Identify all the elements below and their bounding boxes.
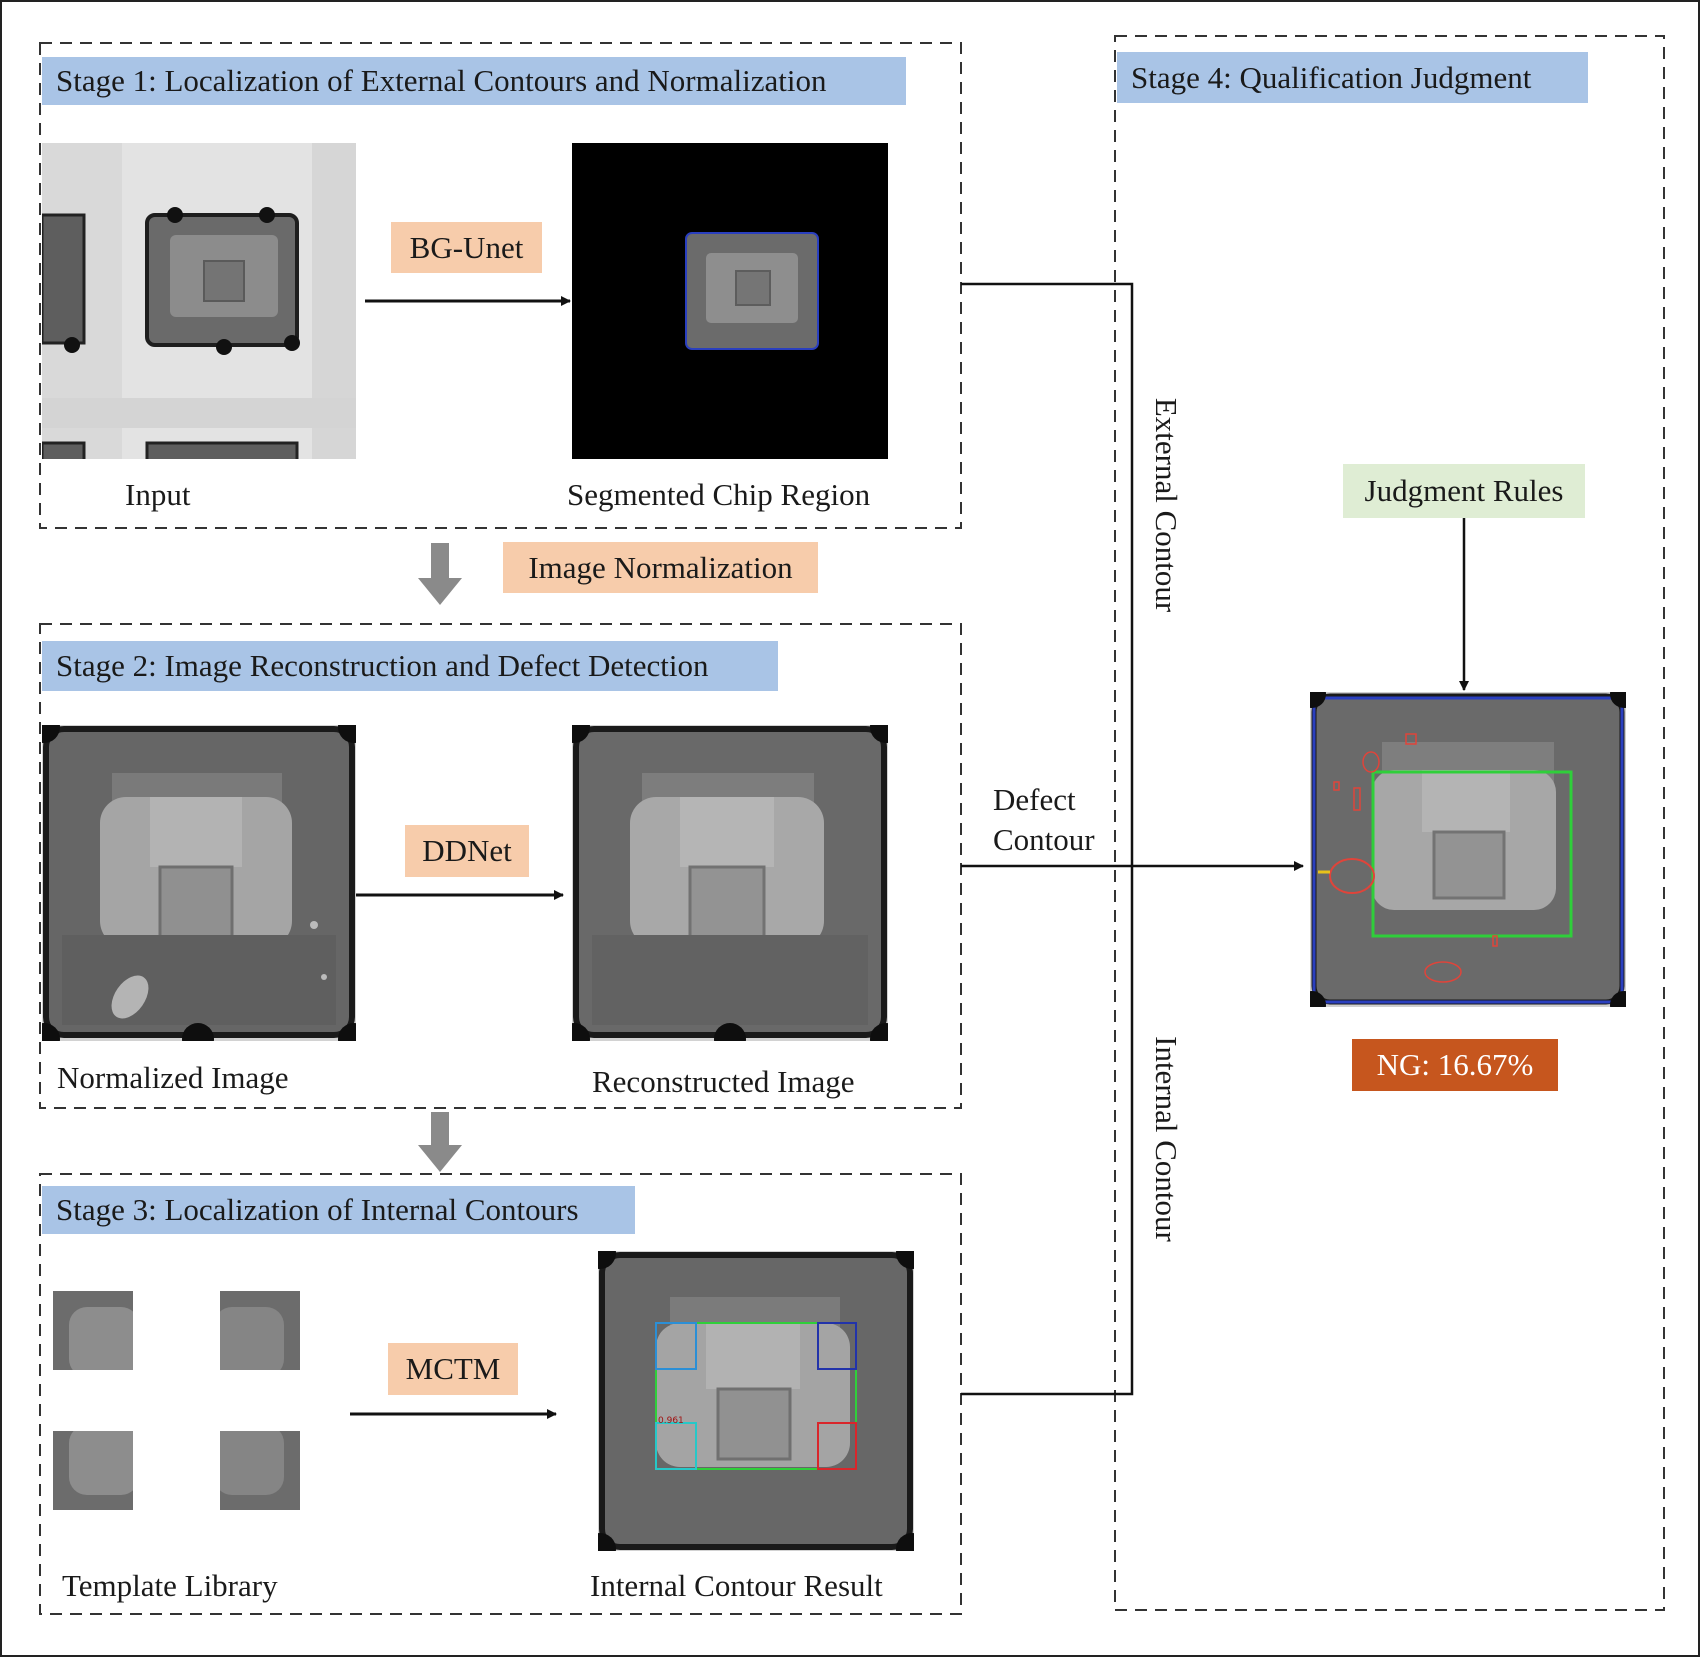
template-top-left — [53, 1291, 133, 1370]
mctm-label: MCTM — [388, 1343, 518, 1395]
external-contour-label: External Contour — [1149, 397, 1184, 613]
template-bottom-right — [220, 1431, 300, 1510]
stage4-title: Stage 4: Qualification Judgment — [1117, 52, 1588, 103]
template-library-caption: Template Library — [62, 1568, 278, 1603]
normalization-label: Image Normalization — [503, 542, 818, 593]
bgunet-label: BG-Unet — [391, 222, 542, 273]
stage1-frame — [39, 42, 962, 529]
input-xray-image — [42, 143, 356, 459]
stage2-to-stage3-arrow — [418, 1112, 462, 1172]
ddnet-label: DDNet — [405, 825, 529, 877]
template-top-right — [220, 1291, 300, 1370]
stage1-to-stage2-arrow — [418, 543, 462, 605]
ng-result-badge: NG: 16.67% — [1352, 1039, 1558, 1091]
defect-label-line1: Defect — [993, 782, 1076, 817]
reconstructed-image — [572, 725, 888, 1041]
segmented-caption: Segmented Chip Region — [567, 477, 871, 512]
defect-label-line2: Contour — [993, 822, 1095, 857]
internal-contour-image: 0.961 — [598, 1251, 914, 1551]
match-score: 0.961 — [658, 1416, 684, 1426]
input-caption: Input — [125, 477, 191, 512]
judgment-result-image — [1310, 692, 1626, 1007]
stage2-title: Stage 2: Image Reconstruction and Defect… — [42, 641, 778, 691]
template-bottom-left — [53, 1431, 133, 1510]
judgment-rules-label: Judgment Rules — [1343, 464, 1585, 518]
reconstructed-caption: Reconstructed Image — [592, 1064, 855, 1099]
internal-contour-label: Internal Contour — [1149, 1036, 1184, 1242]
normalized-image — [42, 725, 356, 1041]
stage3-title: Stage 3: Localization of Internal Contou… — [42, 1186, 635, 1234]
internal-contour-caption: Internal Contour Result — [590, 1568, 883, 1603]
contour-bracket — [961, 282, 1134, 1396]
stage1-title: Stage 1: Localization of External Contou… — [42, 57, 906, 105]
normalized-caption: Normalized Image — [57, 1060, 289, 1095]
segmented-chip-image — [572, 143, 888, 459]
